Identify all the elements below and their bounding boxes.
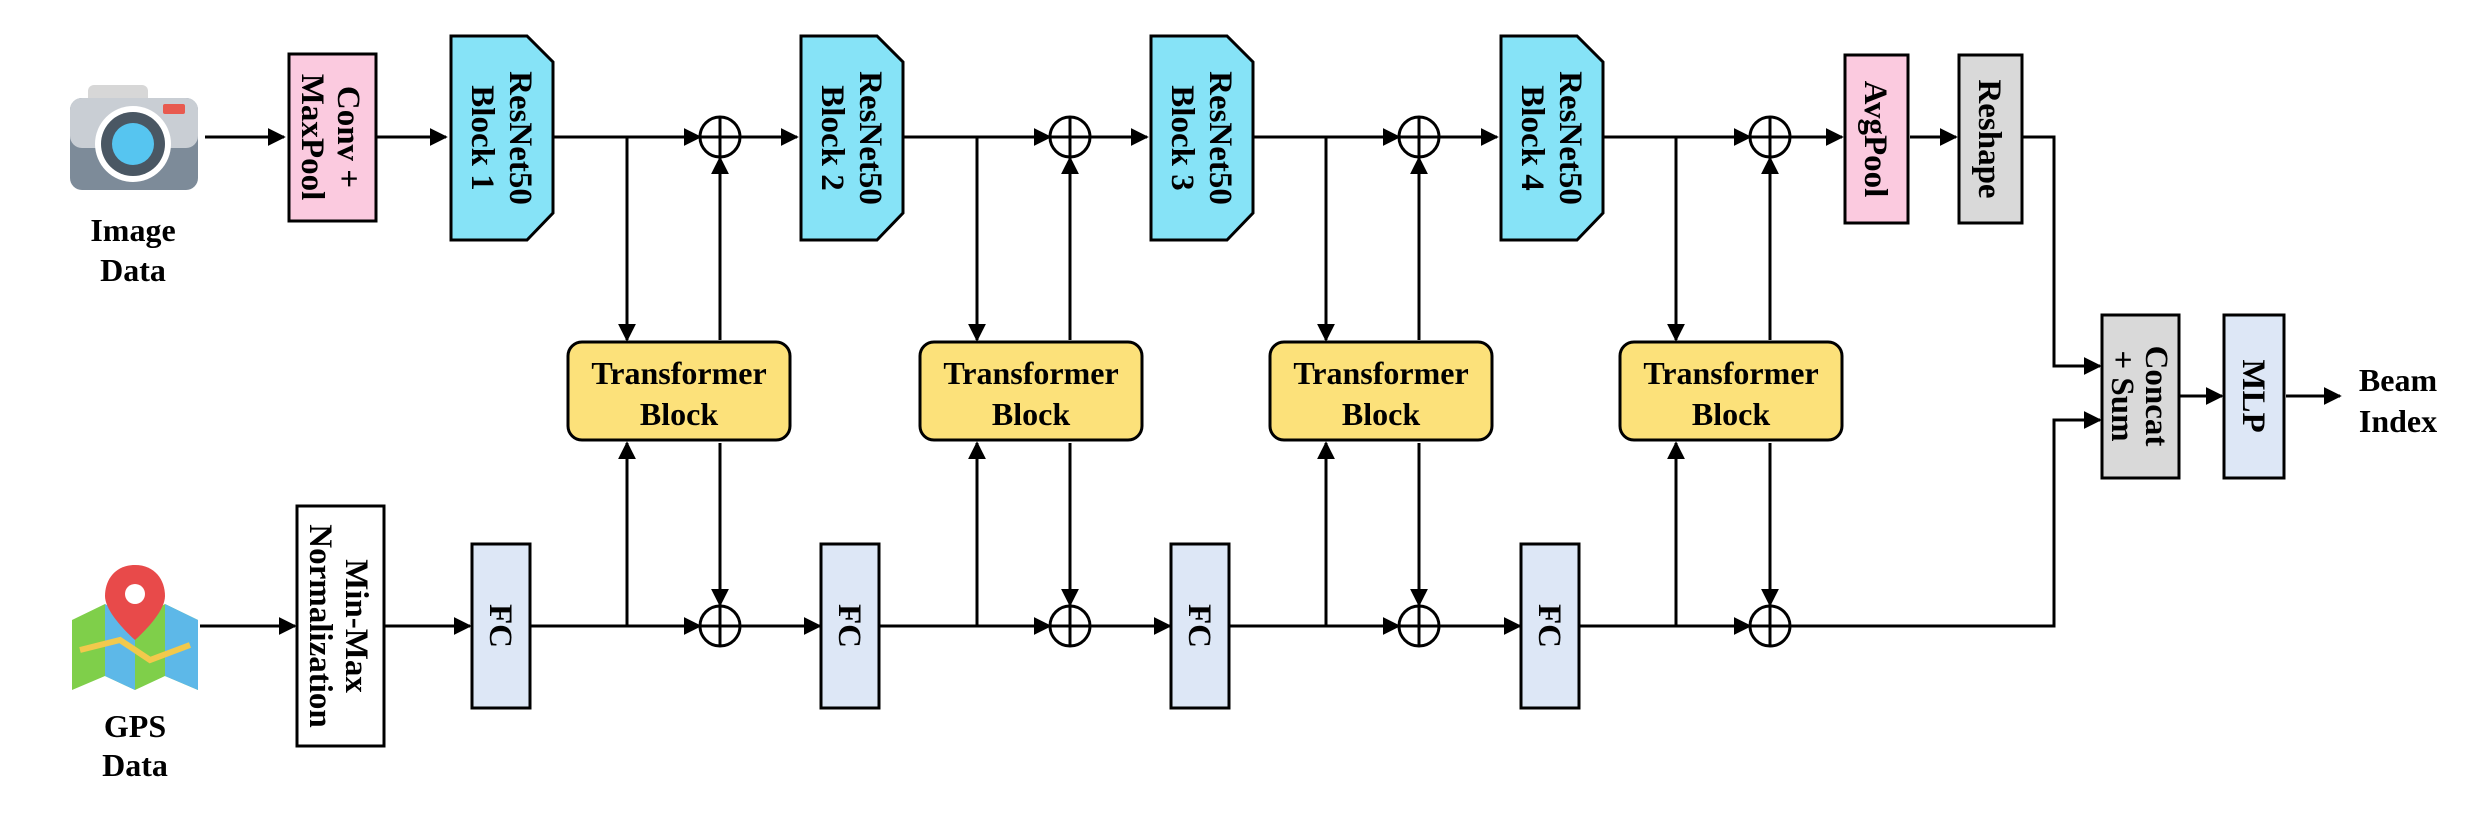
resnet50-block-3: ResNet50 Block 3 xyxy=(1149,34,1255,242)
fc-2-label: FC xyxy=(831,604,867,648)
transformer-3-label-line1: Transformer xyxy=(1293,355,1468,391)
gps-data-label-line2: Data xyxy=(102,747,168,783)
sum-node-gps-1 xyxy=(698,604,742,648)
sum-node-image-2 xyxy=(1048,115,1092,159)
gps-data-label: GPS Data xyxy=(102,708,168,783)
fc-block-3: FC xyxy=(1169,542,1231,710)
fc-block-4: FC xyxy=(1519,542,1581,710)
transformer-1-label-line1: Transformer xyxy=(591,355,766,391)
sum-node-gps-4 xyxy=(1748,604,1792,648)
image-data-label: Image Data xyxy=(90,212,175,288)
reshape-label: Reshape xyxy=(1971,79,2007,198)
mlp-label: MLP xyxy=(2235,359,2271,432)
transformer-2-label-line1: Transformer xyxy=(943,355,1118,391)
sum-node-image-1 xyxy=(698,115,742,159)
transformer-4-label-line1: Transformer xyxy=(1643,355,1818,391)
min-max-normalization-block: Min-Max Normalization xyxy=(295,504,386,748)
fc-3-label: FC xyxy=(1181,604,1217,648)
sum-node-image-3 xyxy=(1397,115,1441,159)
transformer-3-label-line2: Block xyxy=(1342,396,1420,432)
resnet50-block-1: ResNet50 Block 1 xyxy=(449,34,555,242)
concat-label-line1: Concat xyxy=(2138,346,2174,447)
mlp-block: MLP xyxy=(2222,313,2286,480)
camera-icon xyxy=(70,85,198,190)
image-data-label-line1: Image xyxy=(90,212,175,248)
sum-node-gps-2 xyxy=(1048,604,1092,648)
transformer-block-4: Transformer Block xyxy=(1618,340,1844,442)
resnet-2-label-line2: Block 2 xyxy=(814,85,850,190)
resnet50-block-4: ResNet50 Block 4 xyxy=(1499,34,1605,242)
resnet-3-label-line1: ResNet50 xyxy=(1202,71,1238,205)
transformer-block-2: Transformer Block xyxy=(918,340,1144,442)
resnet-4-label-line1: ResNet50 xyxy=(1552,71,1588,205)
image-data-label-line2: Data xyxy=(100,252,166,288)
conv-label-line1: Conv + xyxy=(330,86,366,188)
avgpool-label: AvgPool xyxy=(1857,81,1893,198)
sum-node-image-4 xyxy=(1748,115,1792,159)
resnet-1-label-line1: ResNet50 xyxy=(502,71,538,205)
beam-index-label: Beam Index xyxy=(2359,362,2438,439)
norm-label-line1: Min-Max xyxy=(338,559,374,693)
concat-label-line2: + Sum xyxy=(2104,350,2140,441)
gps-branch-wires xyxy=(200,411,2102,635)
conv-label-line2: MaxPool xyxy=(294,74,330,200)
transformer-wires xyxy=(618,137,1779,626)
fc-block-1: FC xyxy=(470,542,532,710)
map-pin-icon xyxy=(72,565,198,690)
fc-4-label: FC xyxy=(1531,604,1567,648)
conv-maxpool-block: Conv + MaxPool xyxy=(287,52,378,223)
transformer-block-1: Transformer Block xyxy=(566,340,792,442)
sum-node-gps-3 xyxy=(1397,604,1441,648)
resnet-1-label-line2: Block 1 xyxy=(464,85,500,190)
gps-data-label-line1: GPS xyxy=(104,708,166,744)
avgpool-block: AvgPool xyxy=(1843,53,1910,225)
transformer-2-label-line2: Block xyxy=(992,396,1070,432)
norm-label-line2: Normalization xyxy=(302,524,338,727)
transformer-4-label-line2: Block xyxy=(1692,396,1770,432)
concat-sum-block: Concat + Sum xyxy=(2100,313,2181,480)
beam-index-label-line2: Index xyxy=(2359,403,2437,439)
fc-block-2: FC xyxy=(819,542,881,710)
beam-index-label-line1: Beam xyxy=(2359,362,2438,398)
resnet-2-label-line1: ResNet50 xyxy=(852,71,888,205)
transformer-block-3: Transformer Block xyxy=(1268,340,1494,442)
resnet50-block-2: ResNet50 Block 2 xyxy=(799,34,905,242)
resnet-3-label-line2: Block 3 xyxy=(1164,85,1200,190)
fc-1-label: FC xyxy=(482,604,518,648)
transformer-1-label-line2: Block xyxy=(640,396,718,432)
reshape-block: Reshape xyxy=(1957,53,2024,225)
resnet-4-label-line2: Block 4 xyxy=(1514,85,1550,190)
